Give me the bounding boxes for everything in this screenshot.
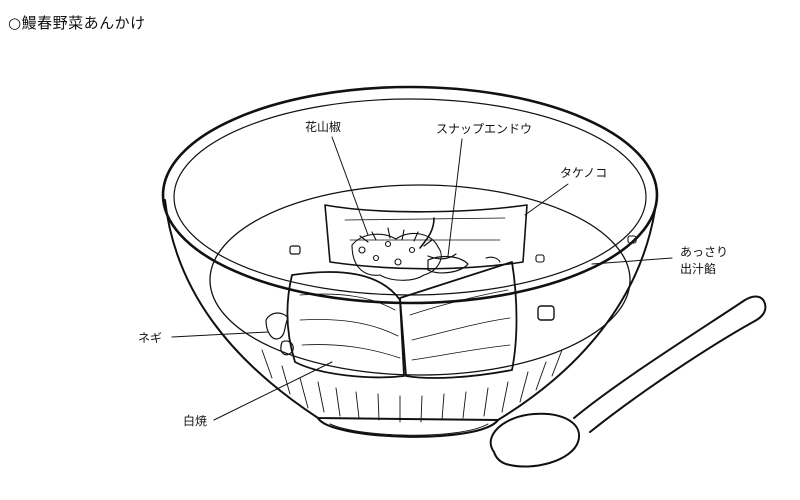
spoon-handle xyxy=(573,295,767,433)
veg-bit xyxy=(627,235,637,244)
bowl-rim-inner xyxy=(173,98,647,296)
bamboo-shoot xyxy=(324,204,528,270)
label-bamboo: タケノコ xyxy=(560,166,608,180)
broth-surface xyxy=(209,184,631,376)
leader-sansho xyxy=(331,136,369,236)
leader-negi xyxy=(171,331,269,338)
label-broth-line2: 出汁餡 xyxy=(680,262,717,276)
bowl-body xyxy=(164,199,656,421)
bowl-hatching xyxy=(261,349,563,423)
veg-bit xyxy=(289,245,301,255)
snap-pea xyxy=(427,255,469,274)
leader-lines xyxy=(171,136,673,421)
negi-cluster xyxy=(265,312,294,356)
leader-broth xyxy=(591,257,673,265)
veg-bit xyxy=(537,305,555,321)
veg-bit xyxy=(535,254,545,263)
garnish-cluster xyxy=(351,217,457,281)
bowl-foot xyxy=(316,416,500,438)
label-sansho: 花山椒 xyxy=(305,120,342,134)
bowl-foot-inner xyxy=(329,423,489,436)
dish-title: ○鰻春野菜あんかけ xyxy=(8,14,146,32)
label-snap-peas: スナップエンドウ xyxy=(436,122,533,136)
bowl-rim-outer xyxy=(161,85,659,305)
leader-bamboo xyxy=(524,183,569,216)
eel-piece-left xyxy=(286,271,405,379)
label-shirayaki: 白焼 xyxy=(183,414,208,428)
label-negi: ネギ xyxy=(138,331,163,345)
leader-snap-peas xyxy=(447,138,463,257)
eel-piece-right xyxy=(399,261,518,379)
spoon-bowl xyxy=(489,412,581,468)
leader-shirayaki xyxy=(213,361,333,421)
label-broth-line1: あっさり xyxy=(680,245,729,259)
